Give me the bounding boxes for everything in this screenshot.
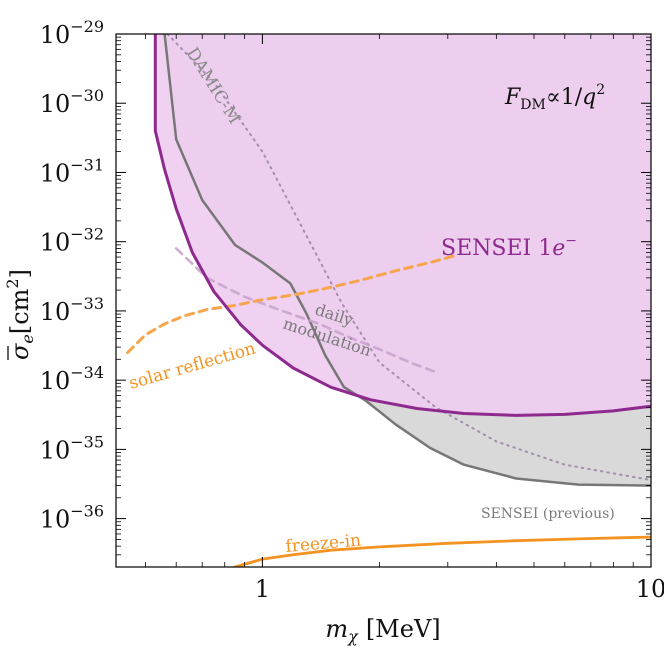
- y-axis-unit-sup: 2: [3, 278, 22, 288]
- sensei-label-e: e: [552, 236, 565, 261]
- form-factor-sup: 2: [596, 82, 605, 98]
- y-axis-unit: [cm: [6, 288, 34, 334]
- y-tick-label: 10−30: [40, 86, 104, 118]
- plot-frame: [115, 33, 652, 568]
- y-axis-var: σ: [6, 343, 34, 360]
- form-factor-label: FDM∝1/q2: [504, 82, 605, 113]
- svg-text:σe[cm2]: σe[cm2]: [3, 269, 37, 360]
- sensei-previous-label: SENSEI (previous): [481, 506, 615, 522]
- x-tick-label: 1: [255, 575, 270, 603]
- y-tick-label: 10−36: [40, 502, 104, 534]
- y-axis-sub: e: [18, 334, 37, 343]
- y-axis-unit-close: ]: [6, 269, 34, 278]
- plot-area: [126, 34, 651, 567]
- sensei-fill: [155, 34, 651, 416]
- sensei-previous-line: [163, 34, 651, 487]
- x-tick-labels: 1 10: [255, 575, 664, 603]
- form-factor-q: q: [582, 85, 596, 110]
- solar-reflection-line: [126, 253, 461, 355]
- y-tick-label: 10−31: [40, 155, 104, 187]
- sensei-label: SENSEI 1e−: [441, 233, 577, 261]
- y-tick-label: 10−34: [40, 363, 104, 395]
- sensei-label-text: SENSEI 1: [441, 236, 552, 261]
- x-axis-sub: χ: [347, 627, 359, 646]
- x-axis-unit: [MeV]: [366, 615, 441, 643]
- y-tick-label: 10−33: [40, 294, 104, 326]
- axis-ticks: [116, 33, 652, 567]
- y-tick-label: 10−35: [40, 432, 104, 464]
- form-factor-sub: DM: [520, 97, 546, 113]
- y-tick-label: 10−32: [40, 225, 104, 257]
- x-axis-var: m: [325, 615, 348, 643]
- y-tick-labels: 10−29 10−30 10−31 10−32 10−33 10−34 10−35 10−36: [40, 17, 104, 534]
- daily-modulation-line: [174, 247, 438, 374]
- x-axis-title: mχ [MeV]: [325, 615, 440, 646]
- freeze-in-line: [233, 535, 651, 567]
- x-tick-label: 10: [636, 575, 664, 603]
- form-factor-rest: ∝1/: [546, 85, 583, 110]
- form-factor-F: F: [504, 85, 521, 110]
- sensei-line: [153, 34, 651, 417]
- y-tick-label: 10−29: [40, 17, 104, 49]
- y-axis-title: σe[cm2]: [3, 269, 37, 360]
- sensei-label-sup: −: [565, 233, 577, 249]
- damic-line: [166, 34, 651, 482]
